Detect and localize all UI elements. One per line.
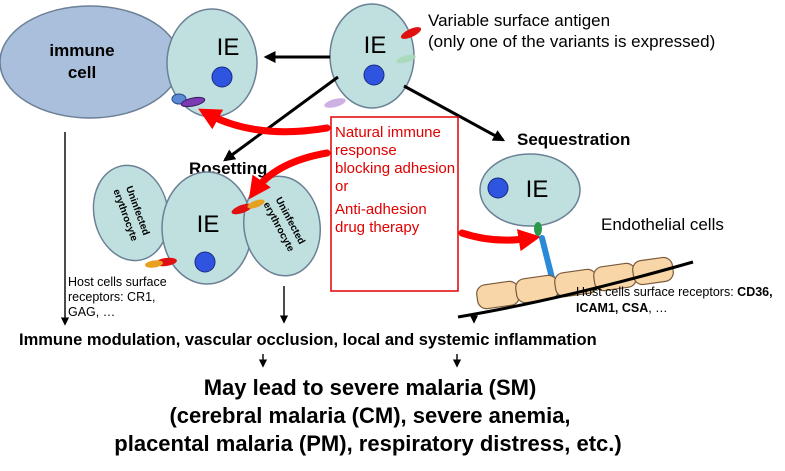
antigen-label-1: Variable surface antigen xyxy=(428,11,610,30)
endothelial-cells xyxy=(457,256,694,319)
sequestration-receptors-prefix: Host cells surface receptors: xyxy=(576,285,737,299)
immune-cell: immune cell xyxy=(0,5,181,119)
intervention-box: Natural immune response blocking adhesio… xyxy=(330,116,459,292)
sequestration-receptors-line2: ICAM1, CSA, … xyxy=(576,301,668,315)
ie-label: IE xyxy=(217,34,240,61)
immune-cell-label-1: immune xyxy=(49,41,114,60)
sequestration-receptors-line1: Host cells surface receptors: CD36, xyxy=(576,285,773,299)
sequestration-receptors-cd36: CD36, xyxy=(737,285,772,299)
rosetting-receptors-2: receptors: CR1, xyxy=(68,290,156,304)
rosetting-receptors-3: GAG, … xyxy=(68,305,115,319)
red-arrow-block-immune xyxy=(198,108,331,136)
nucleus-icon xyxy=(211,66,233,88)
red-arrow-block-sequestration xyxy=(458,229,541,252)
endothelial-label: Endothelial cells xyxy=(601,215,724,234)
intervention-line-1: Natural immune xyxy=(335,124,441,141)
nucleus-icon xyxy=(194,251,216,273)
arrow-to-sequestration xyxy=(403,84,506,142)
rosetting-receptor-icon xyxy=(145,260,163,268)
sequestration-antigen-icon xyxy=(534,222,542,236)
sequestration-title: Sequestration xyxy=(517,130,630,149)
ie-label: IE xyxy=(364,32,387,59)
severe-malaria-line-3: placental malaria (PM), respiratory dist… xyxy=(114,431,621,456)
intervention-line-4: or xyxy=(335,178,348,195)
immune-cell-label-2: cell xyxy=(68,63,96,82)
intervention-line-3: blocking adhesion xyxy=(335,160,455,177)
severe-malaria-line-1: May lead to severe malaria (SM) xyxy=(204,375,537,400)
green-antigen-variant-icon xyxy=(396,54,416,64)
uninfected-erythrocyte-left: Uninfected erythrocyte xyxy=(92,164,170,262)
antigen-label-2: (only one of the variants is expressed) xyxy=(428,32,715,51)
nucleus-icon xyxy=(363,64,385,86)
sequestration-receptors-icam: ICAM1, CSA xyxy=(576,301,648,315)
purple-antigen-variant-icon xyxy=(324,98,346,108)
nucleus-icon xyxy=(487,177,509,199)
severe-malaria-line-2: (cerebral malaria (CM), severe anemia, xyxy=(169,403,570,428)
intervention-line-6: drug therapy xyxy=(335,219,420,236)
surface-antigen-icon xyxy=(180,96,206,108)
ie-cell-immune: IE xyxy=(166,8,258,118)
intervention-line-2: response xyxy=(335,142,397,159)
arrow-to-rosetting xyxy=(223,75,339,162)
uninfected-erythrocyte-right: Uninfected erythrocyte xyxy=(242,175,322,277)
sequestration-receptors-suffix: , … xyxy=(648,301,667,315)
red-antigen-variant-icon xyxy=(400,27,422,39)
ie-cell-central: IE xyxy=(324,3,422,109)
rosetting-receptor-icon xyxy=(247,199,265,209)
red-arrow-block-rosetting xyxy=(248,149,331,200)
rosetting-receptors-1: Host cells surface xyxy=(68,275,167,289)
outcome-text: Immune modulation, vascular occlusion, l… xyxy=(19,331,597,349)
rosetting-antigen-icon xyxy=(231,203,253,215)
ie-label: IE xyxy=(526,176,549,203)
ie-cell-rosetting: IE xyxy=(161,171,253,285)
ie-cell-sequestration: IE xyxy=(479,153,581,227)
intervention-line-5: Anti-adhesion xyxy=(335,201,427,218)
ie-label: IE xyxy=(197,211,220,238)
